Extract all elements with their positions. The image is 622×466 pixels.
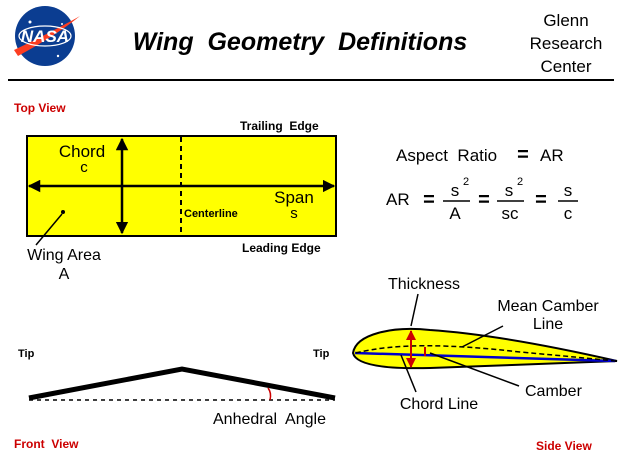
- span-symbol: s: [290, 205, 298, 222]
- fraction-1-exponent: 2: [463, 176, 469, 188]
- equals-sign: =: [478, 189, 490, 211]
- org-line-1: Glenn: [543, 11, 588, 30]
- fraction-1-numerator: s: [451, 181, 460, 200]
- fraction-2-denominator: sc: [502, 204, 520, 223]
- mean-camber-label-line-2: Line: [533, 316, 563, 333]
- fraction-2-exponent: 2: [517, 176, 523, 188]
- fraction-3-numerator: s: [564, 181, 573, 200]
- tip-left-label: Tip: [18, 348, 35, 360]
- nasa-logo-orbit: [18, 25, 72, 47]
- nasa-logo-text: NASA: [21, 27, 69, 46]
- chord-label: Chord: [59, 142, 105, 161]
- chord-symbol: c: [80, 159, 88, 176]
- side-view-label: Side View: [536, 439, 592, 453]
- chord-line-leader: [400, 354, 417, 393]
- nasa-logo-swoosh: [14, 16, 80, 56]
- nasa-logo-star: [56, 54, 60, 58]
- trailing-edge-label: Trailing Edge: [240, 119, 319, 133]
- wing-area-leader: [35, 213, 63, 246]
- wing-area-symbol: A: [59, 266, 70, 283]
- equals-sign: =: [535, 189, 547, 211]
- front-view-label: Front View: [14, 437, 79, 451]
- wing-front-profile: [28, 366, 336, 401]
- anhedral-angle-arc: [267, 387, 272, 401]
- centerline-label: Centerline: [184, 208, 238, 220]
- page-title: Wing Geometry Definitions: [133, 28, 468, 56]
- nasa-logo-star: [28, 20, 32, 24]
- aspect-ratio-heading: Aspect Ratio: [396, 146, 497, 165]
- fraction-2-numerator: s: [505, 181, 514, 200]
- wing-area-dot: [61, 210, 65, 214]
- camber-label: Camber: [525, 383, 583, 400]
- mean-camber-label-line-1: Mean Camber: [497, 298, 599, 315]
- aspect-ratio-abbrev: AR: [540, 146, 564, 165]
- span-label: Span: [274, 188, 314, 207]
- wing-area-label: Wing Area: [27, 247, 101, 264]
- ar-abbrev: AR: [386, 190, 410, 209]
- fraction-3-denominator: c: [564, 204, 573, 223]
- org-line-3: Center: [540, 57, 591, 76]
- tip-right-label: Tip: [313, 348, 330, 360]
- camber-leader: [429, 352, 520, 387]
- anhedral-angle-label: Anhedral Angle: [213, 411, 326, 428]
- fraction-1-denominator: A: [449, 204, 461, 223]
- chord-line: [354, 351, 616, 363]
- aspect-ratio-formula: Aspect Ratio = AR AR = s 2 A = s 2 sc = …: [386, 144, 578, 223]
- nasa-logo-star: [61, 23, 63, 25]
- chord-line-label: Chord Line: [400, 396, 478, 413]
- nasa-logo: NASA: [14, 6, 80, 66]
- equals-sign: =: [423, 189, 435, 211]
- mean-camber-leader: [461, 325, 504, 348]
- top-view-label: Top View: [14, 101, 66, 115]
- equals-sign: =: [517, 144, 529, 166]
- org-line-2: Research: [530, 34, 603, 53]
- thickness-label: Thickness: [388, 276, 460, 293]
- thickness-leader: [410, 293, 419, 327]
- leading-edge-label: Leading Edge: [242, 241, 321, 255]
- mean-camber-line: [355, 345, 616, 362]
